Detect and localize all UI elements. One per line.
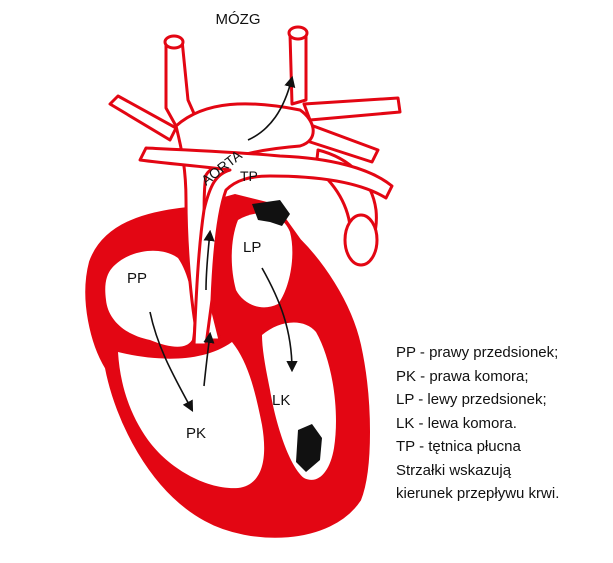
flow-arrows: [149, 75, 298, 412]
papillary-muscle-bottom: [296, 424, 322, 472]
right-atrium-cavity: [105, 250, 194, 347]
arrow-aorta-to-brain: [247, 75, 296, 141]
legend-line: LK - lewa komora.: [396, 414, 517, 432]
arrow-pk-up: [203, 331, 215, 387]
right-ventricle-cavity: [118, 342, 265, 489]
left-atrium-cavity: [231, 213, 293, 308]
legend-line: Strzałki wskazują: [396, 461, 512, 479]
pulmonary-artery: [138, 146, 394, 347]
papillary-muscle-top: [252, 200, 290, 226]
legend-line: PK - prawa komora;: [396, 367, 529, 385]
arrow-pp-to-pk: [149, 311, 194, 412]
legend: PP - prawy przedsionek; PK - prawa komor…: [396, 341, 606, 506]
label-right-ventricle: PK: [186, 425, 206, 442]
legend-line: LP - lewy przedsionek;: [396, 391, 547, 408]
label-left-atrium: LP: [243, 239, 261, 256]
legend-line: TP - tętnica płucna: [396, 438, 521, 455]
legend-line: PP - prawy przedsionek;: [396, 344, 559, 361]
arrow-aorta-up: [203, 229, 215, 291]
label-right-atrium: PP: [127, 270, 147, 287]
label-brain: MÓZG: [216, 11, 261, 28]
arrow-lp-to-lk: [261, 267, 298, 373]
label-left-ventricle: LK: [272, 392, 290, 409]
legend-line: kierunek przepływu krwi.: [396, 485, 560, 502]
label-pulmonary-artery: TP: [240, 168, 258, 184]
